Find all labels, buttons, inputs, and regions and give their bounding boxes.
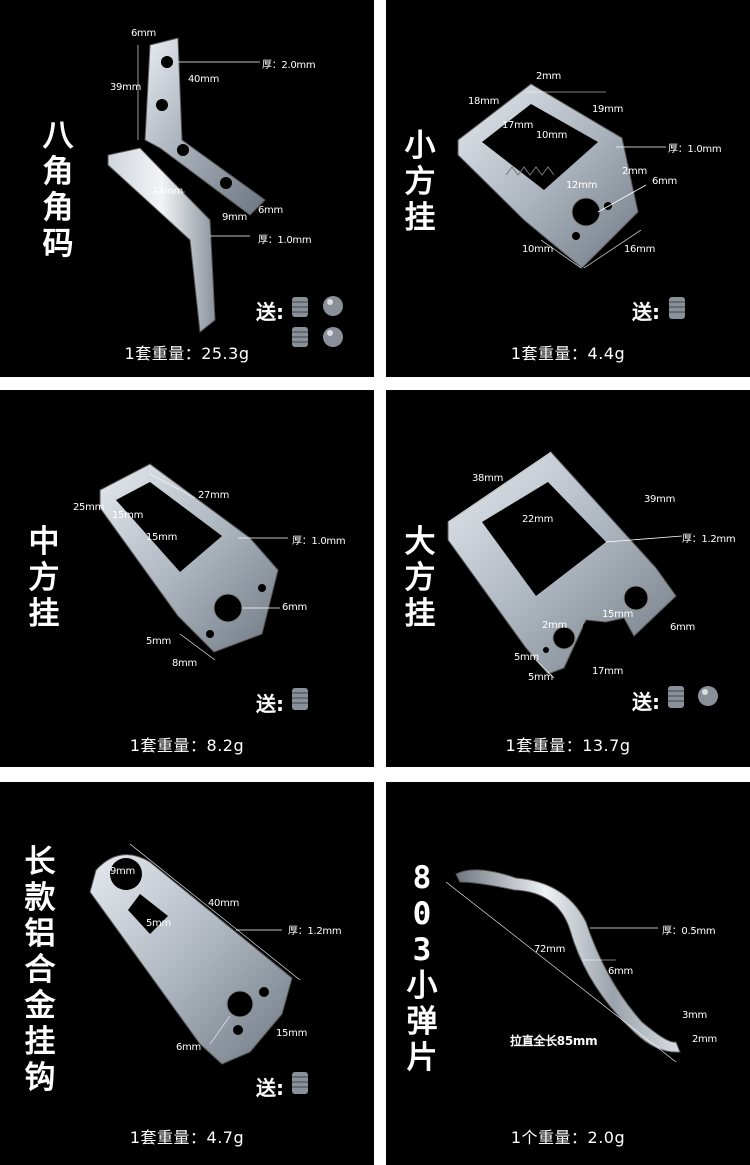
dim-label: 6mm: [176, 1042, 201, 1053]
product-panel-corner-brace: 八角角码 6mm 厚：2.0mm 39mm 40mm 13mm 9mm 6mm …: [0, 0, 374, 377]
spring-clip-illustration: [445, 869, 681, 1063]
dim-label: 25mm: [73, 502, 105, 513]
dim-label: 2mm: [692, 1034, 717, 1045]
dim-label: 厚：0.5mm: [662, 926, 716, 937]
screw-icon: [669, 297, 685, 319]
weight-label: 1套重量：25.3g: [124, 344, 250, 363]
dim-label: 15mm: [112, 510, 144, 521]
medium-hanger-illustration: [99, 463, 308, 710]
screw-icon: [292, 296, 343, 347]
dim-label: 39mm: [644, 494, 676, 505]
dim-label: 6mm: [670, 622, 695, 633]
gift-label: 送:: [256, 692, 284, 716]
panel-title: 小方挂: [404, 128, 436, 236]
dim-label: 5mm: [146, 918, 171, 929]
dim-label: 厚：2.0mm: [262, 60, 316, 71]
dim-label: 厚：1.0mm: [258, 235, 312, 246]
dim-label: 10mm: [536, 130, 568, 141]
dim-label: 16mm: [624, 244, 656, 255]
gift-label: 送:: [632, 690, 660, 714]
corner-brace-illustration: [107, 37, 343, 347]
dim-label: 3mm: [682, 1010, 707, 1021]
weight-label: 1套重量：13.7g: [505, 736, 631, 755]
dim-label: 72mm: [534, 944, 566, 955]
dim-label: 12mm: [566, 180, 598, 191]
weight-label: 1个重量：2.0g: [510, 1128, 626, 1147]
dim-label: 2mm: [622, 166, 647, 177]
dim-label: 厚：1.2mm: [682, 534, 736, 545]
screw-icon: [292, 1072, 308, 1094]
product-panel-spring-clip: 803 小弹片 厚：0.5mm 72mm 6mm 3mm 2mm 拉直全长85m…: [386, 782, 750, 1165]
gift-label: 送:: [256, 300, 284, 324]
dim-label: 9mm: [222, 212, 247, 223]
panel-title: 中方挂: [28, 524, 60, 632]
product-panel-small-hanger: 小方挂 2mm 18mm 19mm 17mm 10mm 厚：1.0mm 2mm …: [386, 0, 750, 377]
dim-label: 6mm: [652, 176, 677, 187]
weight-label: 1套重量：4.4g: [510, 344, 626, 363]
dim-label: 厚：1.0mm: [292, 536, 346, 547]
weight-label: 1套重量：4.7g: [129, 1128, 245, 1147]
dim-label: 19mm: [592, 104, 624, 115]
screw-icon: [292, 688, 308, 710]
dim-label: 22mm: [522, 514, 554, 525]
panel-title-number: 803: [412, 860, 432, 968]
dim-label: 8mm: [172, 658, 197, 669]
dim-label: 15mm: [276, 1028, 308, 1039]
dim-label: 13mm: [152, 186, 184, 197]
dim-label: 40mm: [188, 74, 220, 85]
panel-title: 大方挂: [404, 524, 436, 632]
dim-label: 27mm: [198, 490, 230, 501]
dim-label: 6mm: [282, 602, 307, 613]
product-panel-long-hook: 长款铝合金挂钩 9mm 5mm 40mm 厚：1.2mm 6mm 15mm 送:…: [0, 782, 374, 1165]
long-hook-illustration: [89, 843, 308, 1094]
product-panel-medium-hanger: 中方挂 25mm 27mm 15mm 15mm 厚：1.0mm 6mm 5mm …: [0, 390, 374, 767]
dim-label: 17mm: [502, 120, 534, 131]
dim-label: 40mm: [208, 898, 240, 909]
straight-length-label: 拉直全长85mm: [510, 1034, 598, 1048]
dim-label: 15mm: [146, 532, 178, 543]
dim-label: 38mm: [472, 473, 504, 484]
dim-label: 18mm: [468, 96, 500, 107]
dim-label: 39mm: [110, 82, 142, 93]
dim-label: 6mm: [608, 966, 633, 977]
dim-label: 15mm: [602, 609, 634, 620]
dim-label: 6mm: [258, 205, 283, 216]
dim-label: 2mm: [536, 71, 561, 82]
dim-label: 5mm: [528, 672, 553, 683]
panel-title: 八角角码: [42, 118, 74, 262]
dim-label: 厚：1.2mm: [288, 926, 342, 937]
dim-label: 17mm: [592, 666, 624, 677]
product-panel-large-hanger: 大方挂 38mm 39mm 22mm 厚：1.2mm 2mm 15mm 6mm …: [386, 390, 750, 767]
dim-label: 6mm: [131, 28, 156, 39]
large-hanger-illustration: [447, 451, 718, 708]
dim-label: 5mm: [146, 636, 171, 647]
gift-label: 送:: [632, 300, 660, 324]
dim-label: 厚：1.0mm: [668, 144, 722, 155]
dim-label: 9mm: [110, 866, 135, 877]
dim-label: 5mm: [514, 652, 539, 663]
panel-title: 小弹片: [406, 968, 438, 1076]
gift-label: 送:: [256, 1076, 284, 1100]
small-hanger-illustration: [457, 83, 685, 319]
dim-label: 10mm: [522, 244, 554, 255]
panel-title: 长款铝合金挂钩: [24, 844, 56, 1096]
weight-label: 1套重量：8.2g: [129, 736, 245, 755]
dim-label: 2mm: [542, 620, 567, 631]
screw-icon: [668, 686, 718, 708]
